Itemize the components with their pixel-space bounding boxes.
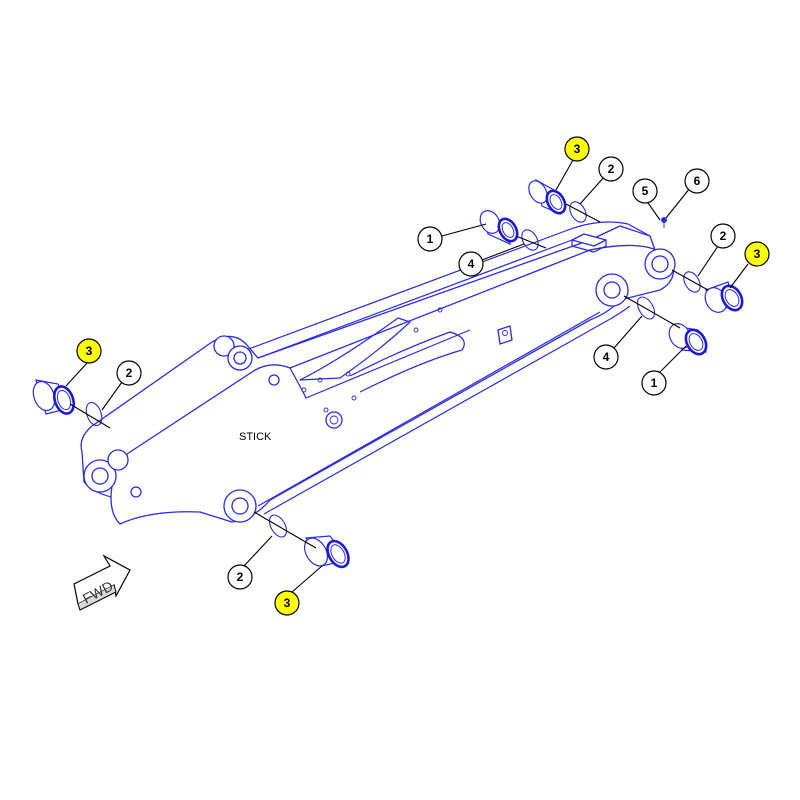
svg-text:2: 2	[720, 229, 727, 243]
stick-label: STICK	[239, 431, 272, 443]
svg-text:4: 4	[468, 257, 475, 271]
callout-4-lower: 4	[593, 344, 619, 370]
callout-3-right: 3	[744, 241, 770, 267]
stick-body	[80, 217, 676, 525]
bushing-3-bottom	[303, 535, 350, 569]
callout-1-upper: 1	[417, 226, 443, 252]
callouts: 3 2 5 6 1 4 2 3	[76, 136, 770, 616]
svg-text:3: 3	[574, 142, 581, 156]
svg-text:2: 2	[608, 162, 615, 176]
svg-text:5: 5	[642, 184, 649, 198]
callout-2-bottom: 2	[227, 564, 253, 590]
svg-text:1: 1	[651, 376, 658, 390]
callout-3-top: 3	[564, 136, 590, 162]
bushing-3-left	[32, 379, 76, 415]
svg-text:4: 4	[603, 350, 610, 364]
bushing-3-right	[704, 281, 744, 313]
svg-text:6: 6	[694, 174, 701, 188]
shim-2-top	[569, 201, 587, 223]
svg-text:3: 3	[86, 344, 93, 358]
shim-4-lower	[636, 296, 656, 320]
bushing-1-lower	[668, 323, 708, 356]
svg-text:3: 3	[754, 247, 761, 261]
callout-4-upper: 4	[458, 251, 484, 277]
shim-4-upper	[521, 229, 539, 251]
callout-3-bottom: 3	[274, 590, 300, 616]
callout-6: 6	[684, 168, 710, 194]
leader-lines	[65, 159, 749, 593]
svg-text:3: 3	[284, 596, 291, 610]
shims	[85, 201, 701, 538]
fwd-arrow: FWD	[73, 554, 131, 611]
svg-text:2: 2	[237, 570, 244, 584]
bushing-3-top	[528, 178, 567, 216]
callout-2-right: 2	[710, 223, 736, 249]
shim-2-bottom	[268, 514, 288, 538]
callout-1-lower: 1	[641, 370, 667, 396]
callout-2-top: 2	[598, 156, 624, 182]
svg-text:1: 1	[427, 232, 434, 246]
shim-2-left	[85, 401, 103, 427]
callout-5: 5	[632, 178, 658, 204]
callout-2-left: 2	[116, 360, 142, 386]
bushing-1-upper	[479, 210, 519, 246]
shim-2-right	[683, 271, 701, 293]
svg-text:2: 2	[126, 366, 133, 380]
callout-3-left: 3	[76, 338, 102, 364]
